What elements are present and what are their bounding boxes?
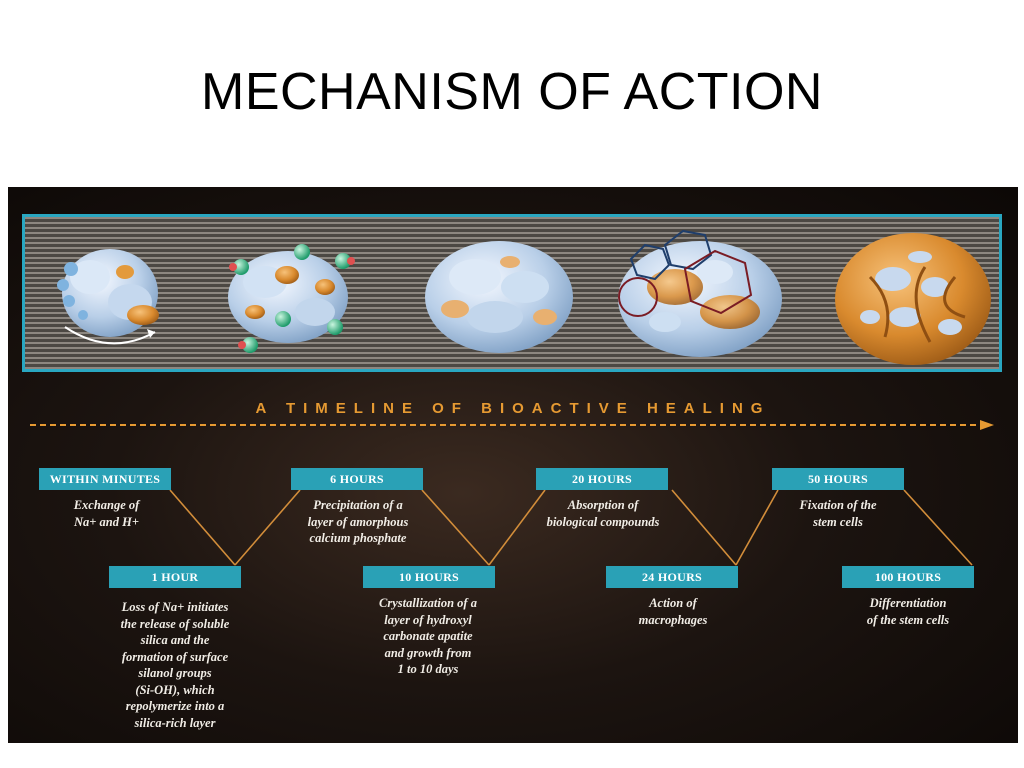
- stage-desc-within-minutes: Exchange of Na+ and H+: [73, 498, 140, 529]
- particle-bone-formation: [835, 233, 991, 365]
- stage-desc-20-hours: Absorption of biological compounds: [546, 498, 660, 529]
- stage-desc-1-hour: Loss of Na+ initiates the release of sol…: [120, 600, 230, 730]
- timeline-title: A TIMELINE OF BIOACTIVE HEALING: [255, 400, 771, 417]
- stage-label-24-hours: 24 HOURS: [606, 566, 738, 588]
- stage-desc-50-hours: Fixation of the stem cells: [799, 498, 877, 529]
- stage-label-1-hour: 1 HOUR: [109, 566, 241, 588]
- stage-label-20-hours: 20 HOURS: [536, 468, 668, 490]
- timeline-arrow: [30, 420, 994, 430]
- slide-title: MECHANISM OF ACTION: [201, 63, 823, 121]
- stage-label-50-hours: 50 HOURS: [772, 468, 904, 490]
- stage-desc-24-hours: Action of macrophages: [638, 596, 708, 627]
- particle-ion-exchange: [57, 249, 159, 345]
- illustration-strip: [22, 214, 1002, 372]
- stage-desc-6-hours: Precipitation of a layer of amorphous ca…: [307, 498, 409, 545]
- stage-desc-10-hours: Crystallization of a layer of hydroxyl c…: [379, 596, 477, 676]
- stage-label-10-hours: 10 HOURS: [363, 566, 495, 588]
- stage-label-6-hours: 6 HOURS: [291, 468, 423, 490]
- timeline-connectors: [169, 489, 973, 566]
- diagram-panel: A TIMELINE OF BIOACTIVE HEALING WITHIN M…: [8, 187, 1018, 743]
- stage-desc-100-hours: Differentiation of the stem cells: [866, 596, 950, 627]
- stage-label-within-minutes: WITHIN MINUTES: [39, 468, 171, 490]
- particle-apatite-crystals: [618, 229, 782, 357]
- particle-silanol-groups: [228, 244, 355, 353]
- particle-silica-gel-layer: [425, 241, 573, 353]
- stage-label-100-hours: 100 HOURS: [842, 566, 974, 588]
